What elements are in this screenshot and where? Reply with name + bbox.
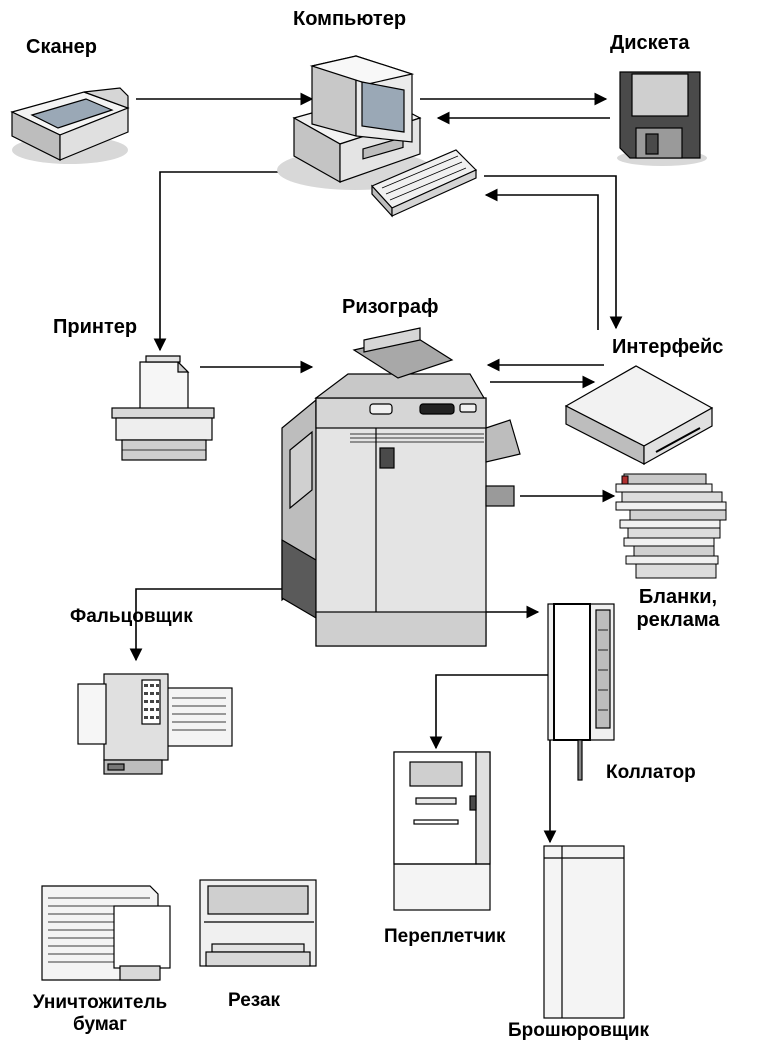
arrow-interface-to-computer bbox=[484, 188, 599, 330]
paper-stack-icon bbox=[615, 473, 727, 579]
arrow-computer-to-printer bbox=[153, 171, 280, 352]
shredder-label: Уничтожитель бумаг bbox=[20, 992, 180, 1036]
diskette-icon bbox=[617, 71, 707, 166]
scanner-label: Сканер bbox=[26, 36, 97, 58]
risograph-label: Ризограф bbox=[342, 296, 439, 318]
arrow-collator-to-binder bbox=[429, 674, 548, 750]
arrow-risograph-to-folder bbox=[129, 588, 288, 662]
collator-label: Коллатор bbox=[606, 762, 696, 783]
shredder-label-line2: бумаг bbox=[72, 1013, 128, 1035]
folding-machine-icon bbox=[77, 673, 233, 775]
interface-label: Интерфейс bbox=[612, 336, 724, 358]
printer-label: Принтер bbox=[53, 316, 138, 338]
interface-device-icon bbox=[564, 365, 714, 466]
computer-label: Компьютер bbox=[293, 8, 407, 30]
scanner-icon bbox=[10, 87, 130, 164]
stitcher-label: Брошюровщик bbox=[508, 1020, 650, 1041]
collator-icon bbox=[547, 603, 615, 781]
paper-cutter-icon bbox=[199, 879, 317, 967]
cutter-label: Резак bbox=[228, 990, 281, 1011]
shredder-label-line1: Уничтожитель bbox=[32, 992, 168, 1013]
risograph-icon bbox=[281, 327, 521, 647]
diskette-label: Дискета bbox=[610, 32, 690, 54]
computer-icon bbox=[277, 55, 478, 218]
forms-label-line2: реклама bbox=[636, 609, 720, 631]
arrow-computer-to-interface bbox=[484, 175, 623, 330]
connector-lines bbox=[129, 92, 623, 844]
folder-label: Фальцовщик bbox=[70, 606, 193, 627]
binding-machine-icon bbox=[393, 751, 491, 911]
printer-icon bbox=[111, 355, 215, 461]
binder-label: Переплетчик bbox=[384, 926, 506, 947]
paper-shredder-icon bbox=[41, 885, 171, 981]
stitching-machine-icon bbox=[543, 845, 625, 1019]
forms-label-line1: Бланки, bbox=[638, 586, 718, 608]
forms-label: Бланки, реклама bbox=[628, 586, 728, 632]
